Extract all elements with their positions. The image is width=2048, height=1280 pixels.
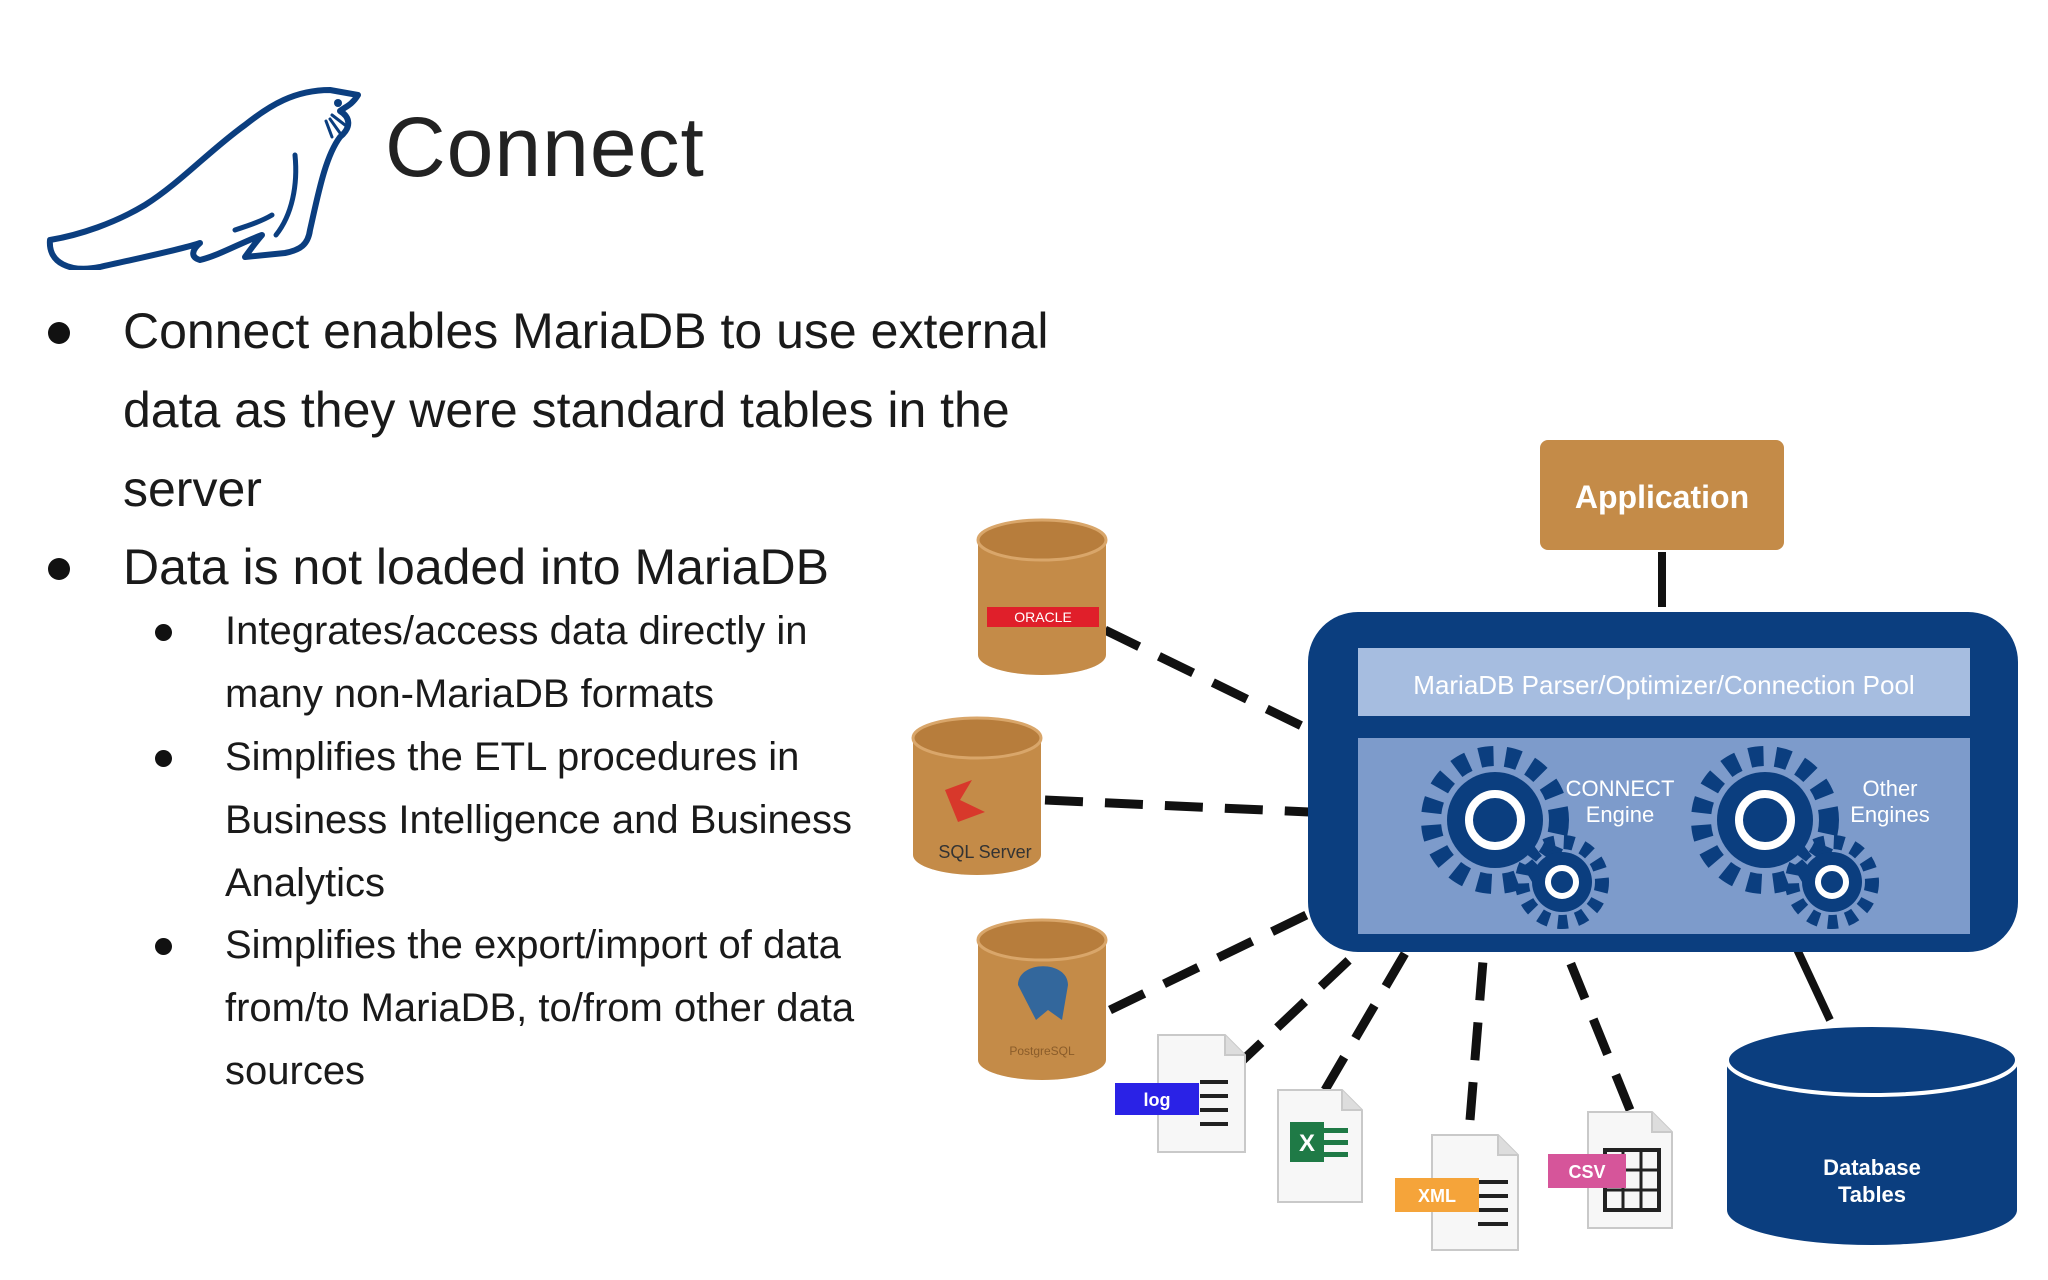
parser-bar-label: MariaDB Parser/Optimizer/Connection Pool [1413, 670, 1914, 700]
connect-engine-label: CONNECT [1566, 776, 1675, 801]
mariadb-seal-logo [46, 87, 361, 270]
xml-label: XML [1418, 1186, 1456, 1206]
xml-file-icon: XML [1395, 1134, 1519, 1251]
connect-engine-gear-icon [1421, 746, 1609, 929]
oracle-label: ORACLE [1014, 609, 1072, 625]
bullet-dot [48, 322, 70, 344]
sql-server-database-icon: SQL Server [911, 716, 1043, 875]
excel-label: X [1299, 1130, 1315, 1157]
log-label: log [1144, 1090, 1171, 1110]
sub-bullet-text: Simplifies the ETL procedures in Busines… [225, 735, 853, 905]
sub-bullet-text: Simplifies the export/import of data fro… [225, 923, 855, 1093]
mariadb-server-block: MariaDB Parser/Optimizer/Connection Pool… [1308, 612, 2018, 952]
application-label: Application [1575, 479, 1749, 515]
other-engines-label: Engines [1850, 802, 1930, 827]
database-tables-label: Database [1823, 1155, 1921, 1180]
other-engines-label: Other [1862, 776, 1917, 801]
bullet-list: Connect enables MariaDB to use external … [0, 0, 1100, 1150]
bullet-dot [155, 750, 172, 767]
sql-server-label: SQL Server [938, 842, 1031, 862]
connect-engine-label: Engine [1586, 802, 1655, 827]
excel-file-icon: X [1277, 1089, 1363, 1203]
postgresql-database-icon: PostgreSQL [976, 918, 1108, 1080]
csv-file-icon: CSV [1548, 1111, 1673, 1229]
sub-bullet-text: Integrates/access data directly in many … [225, 609, 808, 716]
other-engines-gear-icon [1691, 746, 1879, 929]
csv-label: CSV [1568, 1162, 1605, 1182]
bullet-dot [155, 624, 172, 641]
slide-title: Connect [385, 100, 705, 194]
log-file-icon: log [1115, 1034, 1246, 1153]
database-tables-cylinder: Database Tables [1725, 1023, 2019, 1245]
postgresql-label: PostgreSQL [1009, 1044, 1075, 1058]
database-tables-label: Tables [1838, 1182, 1906, 1207]
bullet-dot [155, 938, 172, 955]
bullet-dot [48, 558, 70, 580]
application-box: Application [1540, 440, 1784, 550]
oracle-database-icon: ORACLE [976, 518, 1108, 675]
bullet-text: Connect enables MariaDB to use external … [123, 303, 1049, 517]
bullet-text: Data is not loaded into MariaDB [123, 539, 829, 595]
